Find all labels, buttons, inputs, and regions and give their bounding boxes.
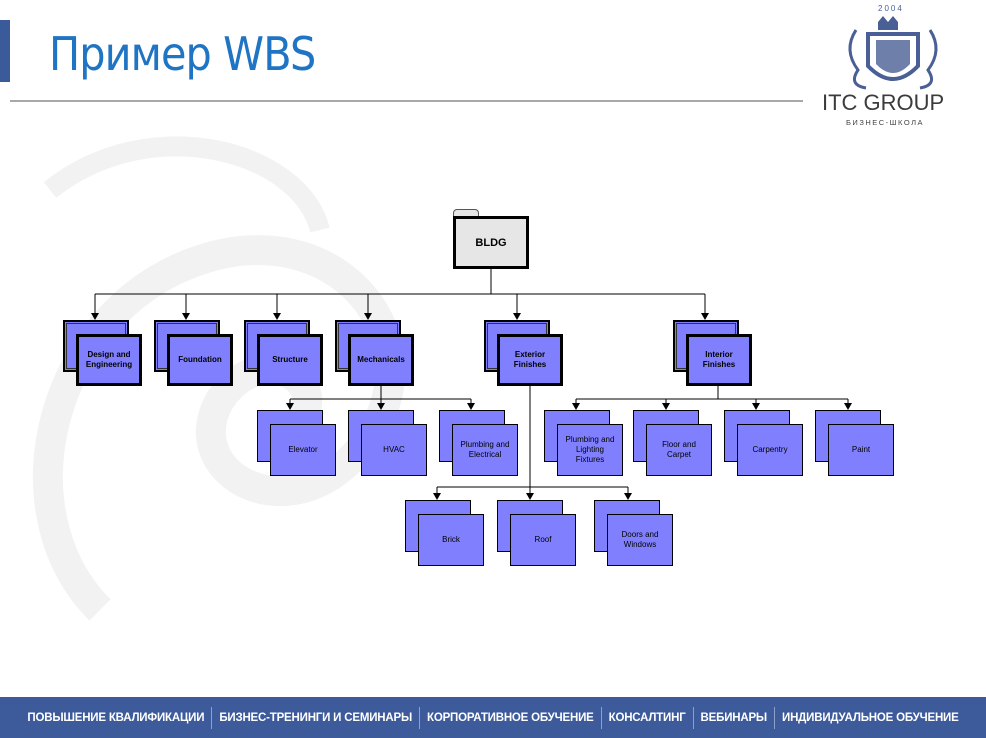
wbs-node-mechanicals-child[interactable]: HVAC: [361, 424, 427, 476]
wbs-node-interior-child[interactable]: Plumbing and Lighting Fixtures: [557, 424, 623, 476]
arrowhead-icon: [364, 313, 372, 320]
arrowhead-icon: [752, 403, 760, 410]
wbs-root-node[interactable]: BLDG: [453, 216, 529, 269]
footer-link-trainings[interactable]: БИЗНЕС-ТРЕНИНГИ И СЕМИНАРЫ: [219, 711, 412, 724]
arrowhead-icon: [467, 403, 475, 410]
wbs-node-interior-child[interactable]: Paint: [828, 424, 894, 476]
wbs-node-level1[interactable]: Exterior Finishes: [497, 334, 563, 386]
footer-link-corporate[interactable]: КОРПОРАТИВНОЕ ОБУЧЕНИЕ: [427, 711, 594, 724]
arrowhead-icon: [91, 313, 99, 320]
arrowhead-icon: [286, 403, 294, 410]
wbs-node-exterior-child[interactable]: Roof: [510, 514, 576, 566]
wbs-node-mechanicals-child[interactable]: Elevator: [270, 424, 336, 476]
wbs-node-interior-child[interactable]: Floor and Carpet: [646, 424, 712, 476]
logo-subtitle: БИЗНЕС-ШКОЛА: [846, 118, 925, 127]
arrowhead-icon: [182, 313, 190, 320]
footer-nav: ПОВЫШЕНИЕ КВАЛИФИКАЦИИ БИЗНЕС-ТРЕНИНГИ И…: [0, 697, 986, 738]
footer-separator: [692, 706, 694, 729]
wbs-node-interior-child[interactable]: Carpentry: [737, 424, 803, 476]
arrowhead-icon: [273, 313, 281, 320]
footer-link-webinars[interactable]: ВЕБИНАРЫ: [700, 711, 768, 724]
arrowhead-icon: [513, 313, 521, 320]
root-node-tab: [453, 209, 479, 217]
arrowhead-icon: [377, 403, 385, 410]
wbs-node-level1[interactable]: Mechanicals: [348, 334, 414, 386]
wbs-node-exterior-child[interactable]: Doors and Windows: [607, 514, 673, 566]
arrowhead-icon: [662, 403, 670, 410]
title-divider: [10, 100, 803, 102]
footer-separator: [419, 706, 420, 729]
slide-title: Пример WBS: [49, 27, 316, 81]
accent-bar: [0, 20, 10, 82]
wbs-node-level1[interactable]: Foundation: [167, 334, 233, 386]
arrowhead-icon: [624, 493, 632, 500]
wbs-node-mechanicals-child[interactable]: Plumbing and Electrical: [452, 424, 518, 476]
footer-separator: [600, 706, 602, 729]
itc-group-logo: 2004 ITC GROUP БИЗНЕС-ШКОЛА: [818, 4, 968, 132]
footer-link-consulting[interactable]: КОНСАЛТИНГ: [608, 711, 686, 724]
arrowhead-icon: [526, 493, 534, 500]
footer-link-individual[interactable]: ИНДИВИДУАЛЬНОЕ ОБУЧЕНИЕ: [782, 711, 959, 724]
crest-icon: [848, 16, 938, 90]
arrowhead-icon: [433, 493, 441, 500]
arrowhead-icon: [572, 403, 580, 410]
wbs-node-level1[interactable]: Interior Finishes: [686, 334, 752, 386]
background-ornament: [32, 136, 406, 621]
wbs-node-exterior-child[interactable]: Brick: [418, 514, 484, 566]
logo-name: ITC GROUP: [822, 90, 945, 115]
wbs-node-level1[interactable]: Design and Engineering: [76, 334, 142, 386]
footer-separator: [211, 706, 213, 729]
arrowhead-icon: [701, 313, 709, 320]
footer-separator: [774, 706, 775, 729]
logo-year: 2004: [878, 4, 904, 13]
wbs-node-level1[interactable]: Structure: [257, 334, 323, 386]
arrowhead-icon: [844, 403, 852, 410]
footer-link-qualification[interactable]: ПОВЫШЕНИЕ КВАЛИФИКАЦИИ: [27, 711, 205, 724]
